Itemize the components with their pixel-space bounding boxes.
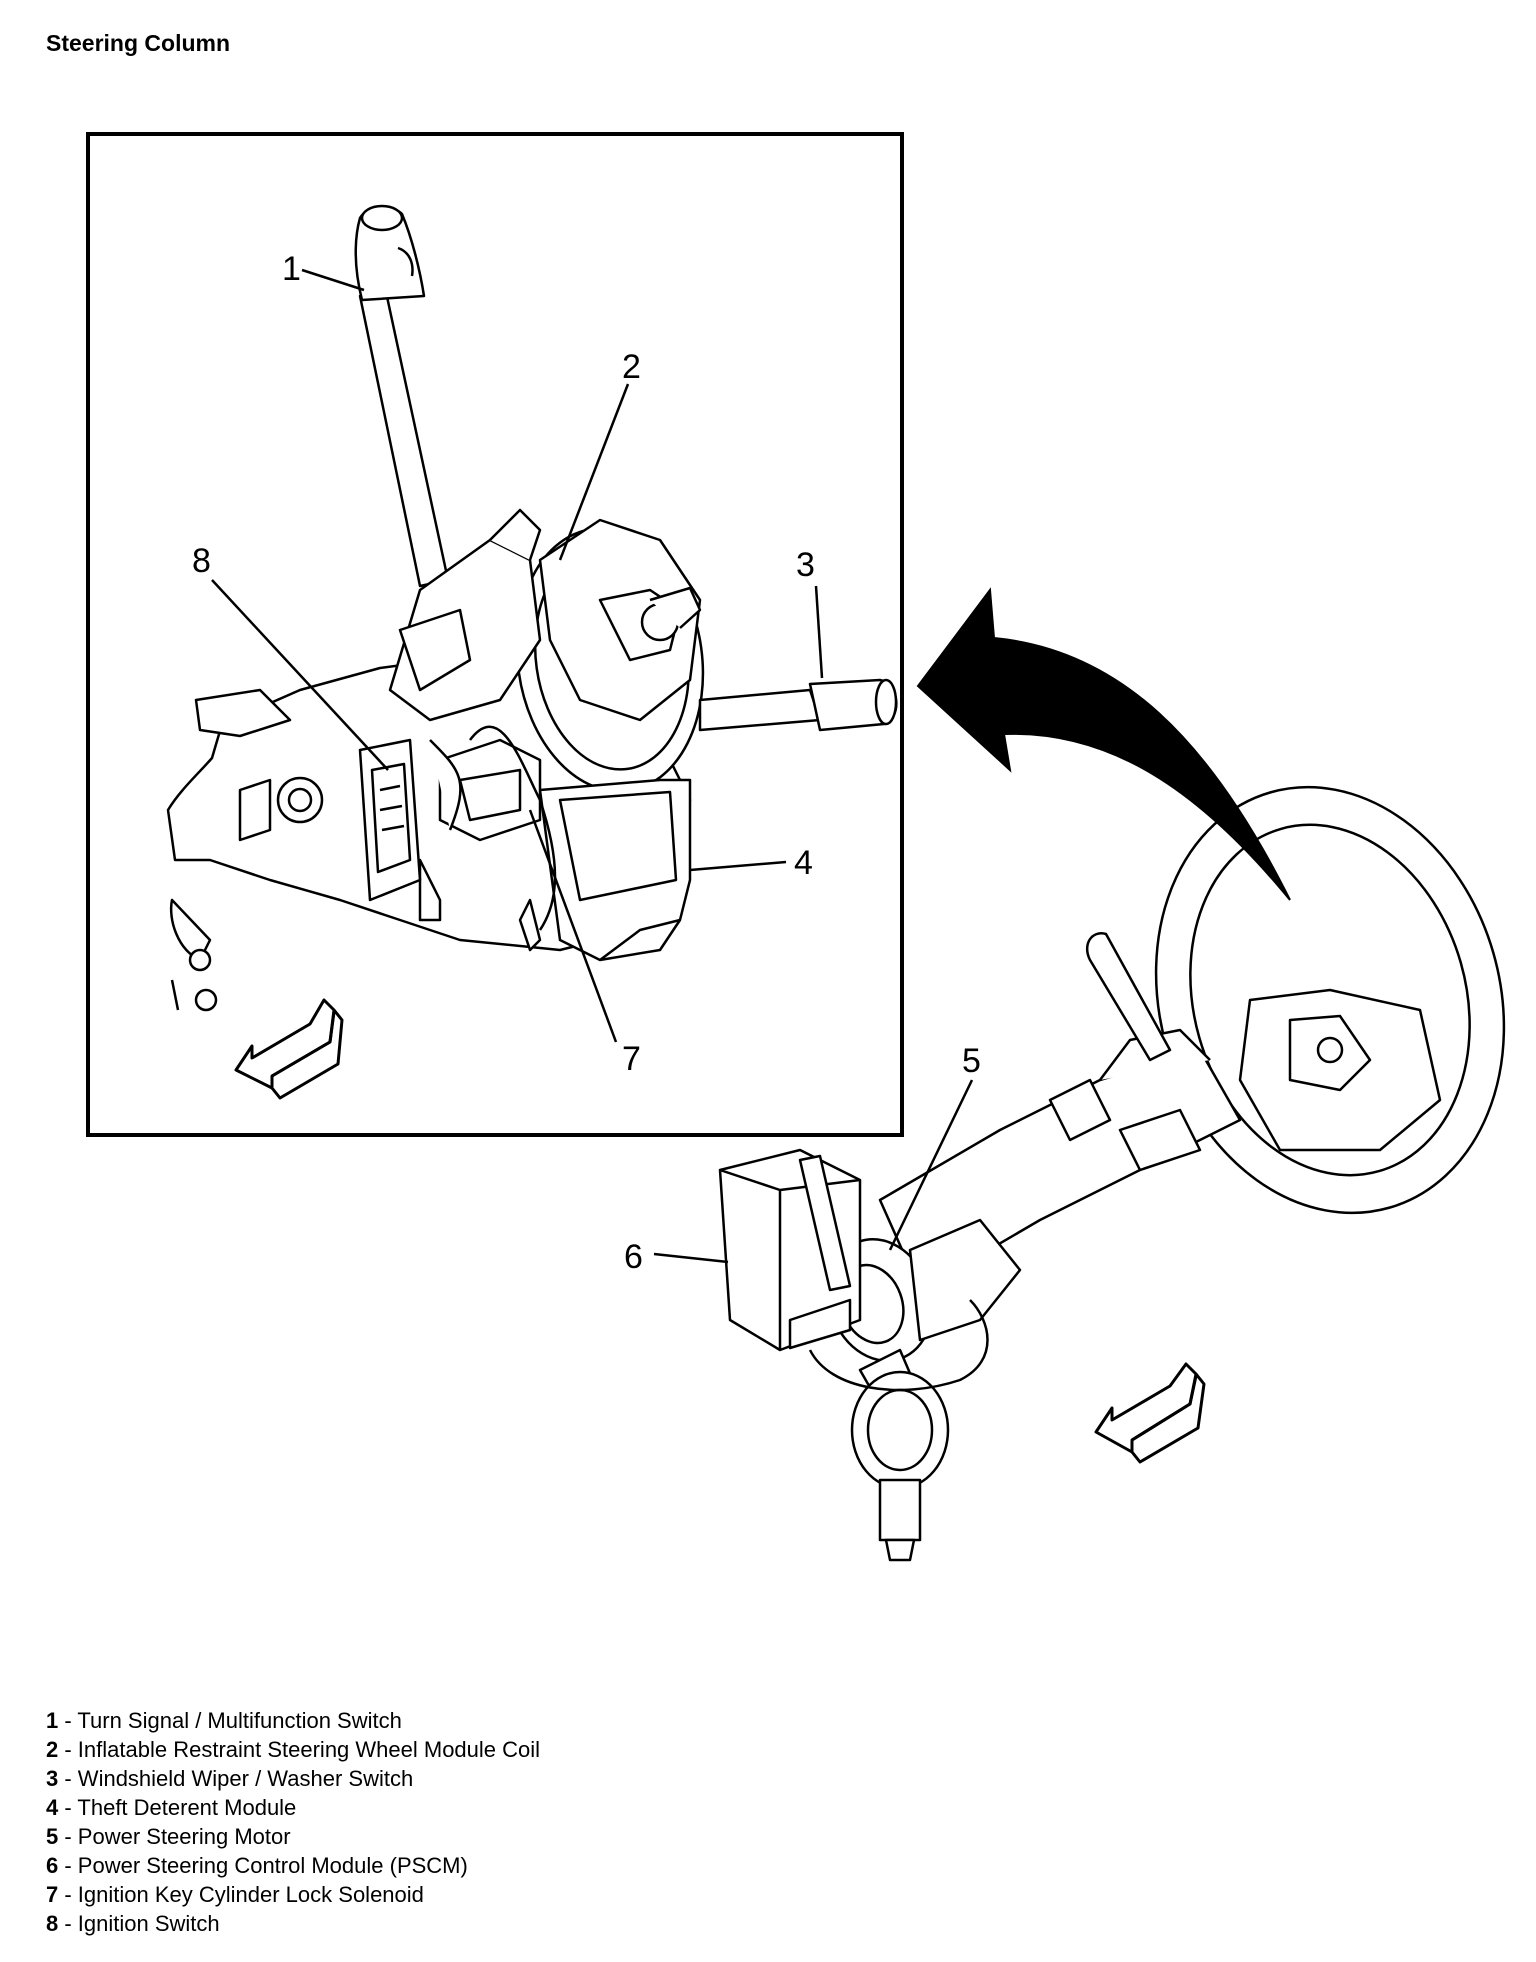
callout-1: 1 [282, 250, 301, 288]
power-steering-control-module [718, 1148, 862, 1352]
legend-number: 7 [46, 1882, 59, 1907]
detail-direction-arrow [234, 998, 336, 1090]
module-coil [515, 518, 705, 793]
legend-number: 6 [46, 1853, 59, 1878]
overview-wiring [808, 1299, 989, 1392]
overview-lever [1085, 932, 1172, 1062]
legend-item: 5 - Power Steering Motor [46, 1822, 540, 1851]
steering-column-overview [718, 785, 1506, 1562]
wiper-lever [698, 678, 898, 732]
leader-lines [211, 268, 974, 1264]
lock-solenoid [429, 738, 542, 842]
detail-frame [86, 132, 904, 1137]
legend-text: - Theft Deterent Module [58, 1795, 297, 1820]
callout-8: 8 [192, 542, 211, 580]
callout-5: 5 [962, 1042, 981, 1080]
legend-item: 2 - Inflatable Restraint Steering Wheel … [46, 1735, 540, 1764]
legend-text: - Power Steering Control Module (PSCM) [58, 1853, 468, 1878]
callout-4: 4 [794, 844, 813, 882]
legend-item: 1 - Turn Signal / Multifunction Switch [46, 1706, 540, 1735]
legend-text: - Windshield Wiper / Washer Switch [58, 1766, 414, 1791]
callout-6: 6 [624, 1238, 643, 1276]
switch-body [388, 508, 542, 722]
legend-item: 3 - Windshield Wiper / Washer Switch [46, 1764, 540, 1793]
intermediate-shaft [850, 1348, 950, 1562]
overview-direction-arrow [1094, 1362, 1198, 1454]
steering-wheel [1154, 785, 1506, 1215]
legend-item: 4 - Theft Deterent Module [46, 1793, 540, 1822]
legend-number: 1 [46, 1708, 59, 1733]
legend-number: 5 [46, 1824, 59, 1849]
callout-2: 2 [622, 348, 641, 386]
legend-number: 4 [46, 1795, 59, 1820]
legend-number: 3 [46, 1766, 59, 1791]
legend-item: 7 - Ignition Key Cylinder Lock Solenoid [46, 1880, 540, 1909]
legend-item: 6 - Power Steering Control Module (PSCM) [46, 1851, 540, 1880]
legend-number: 8 [46, 1911, 59, 1936]
legend-text: - Inflatable Restraint Steering Wheel Mo… [58, 1737, 541, 1762]
legend-text: - Ignition Key Cylinder Lock Solenoid [58, 1882, 424, 1907]
legend-text: - Turn Signal / Multifunction Switch [58, 1708, 402, 1733]
legend-number: 2 [46, 1737, 59, 1762]
ignition-switch [358, 738, 422, 902]
column-detail-illustration [166, 204, 898, 1012]
callout-7: 7 [622, 1040, 641, 1078]
parts-legend: 1 - Turn Signal / Multifunction Switch 2… [46, 1706, 540, 1938]
turn-signal-lever [354, 204, 450, 588]
legend-text: - Ignition Switch [58, 1911, 220, 1936]
page-title: Steering Column [46, 30, 231, 56]
theft-deterrent-module [538, 778, 692, 962]
curved-reference-arrow [916, 587, 1291, 901]
detail-wiring [469, 725, 557, 931]
legend-text: - Power Steering Motor [58, 1824, 291, 1849]
callout-3: 3 [796, 546, 815, 584]
legend-item: 8 - Ignition Switch [46, 1909, 540, 1938]
